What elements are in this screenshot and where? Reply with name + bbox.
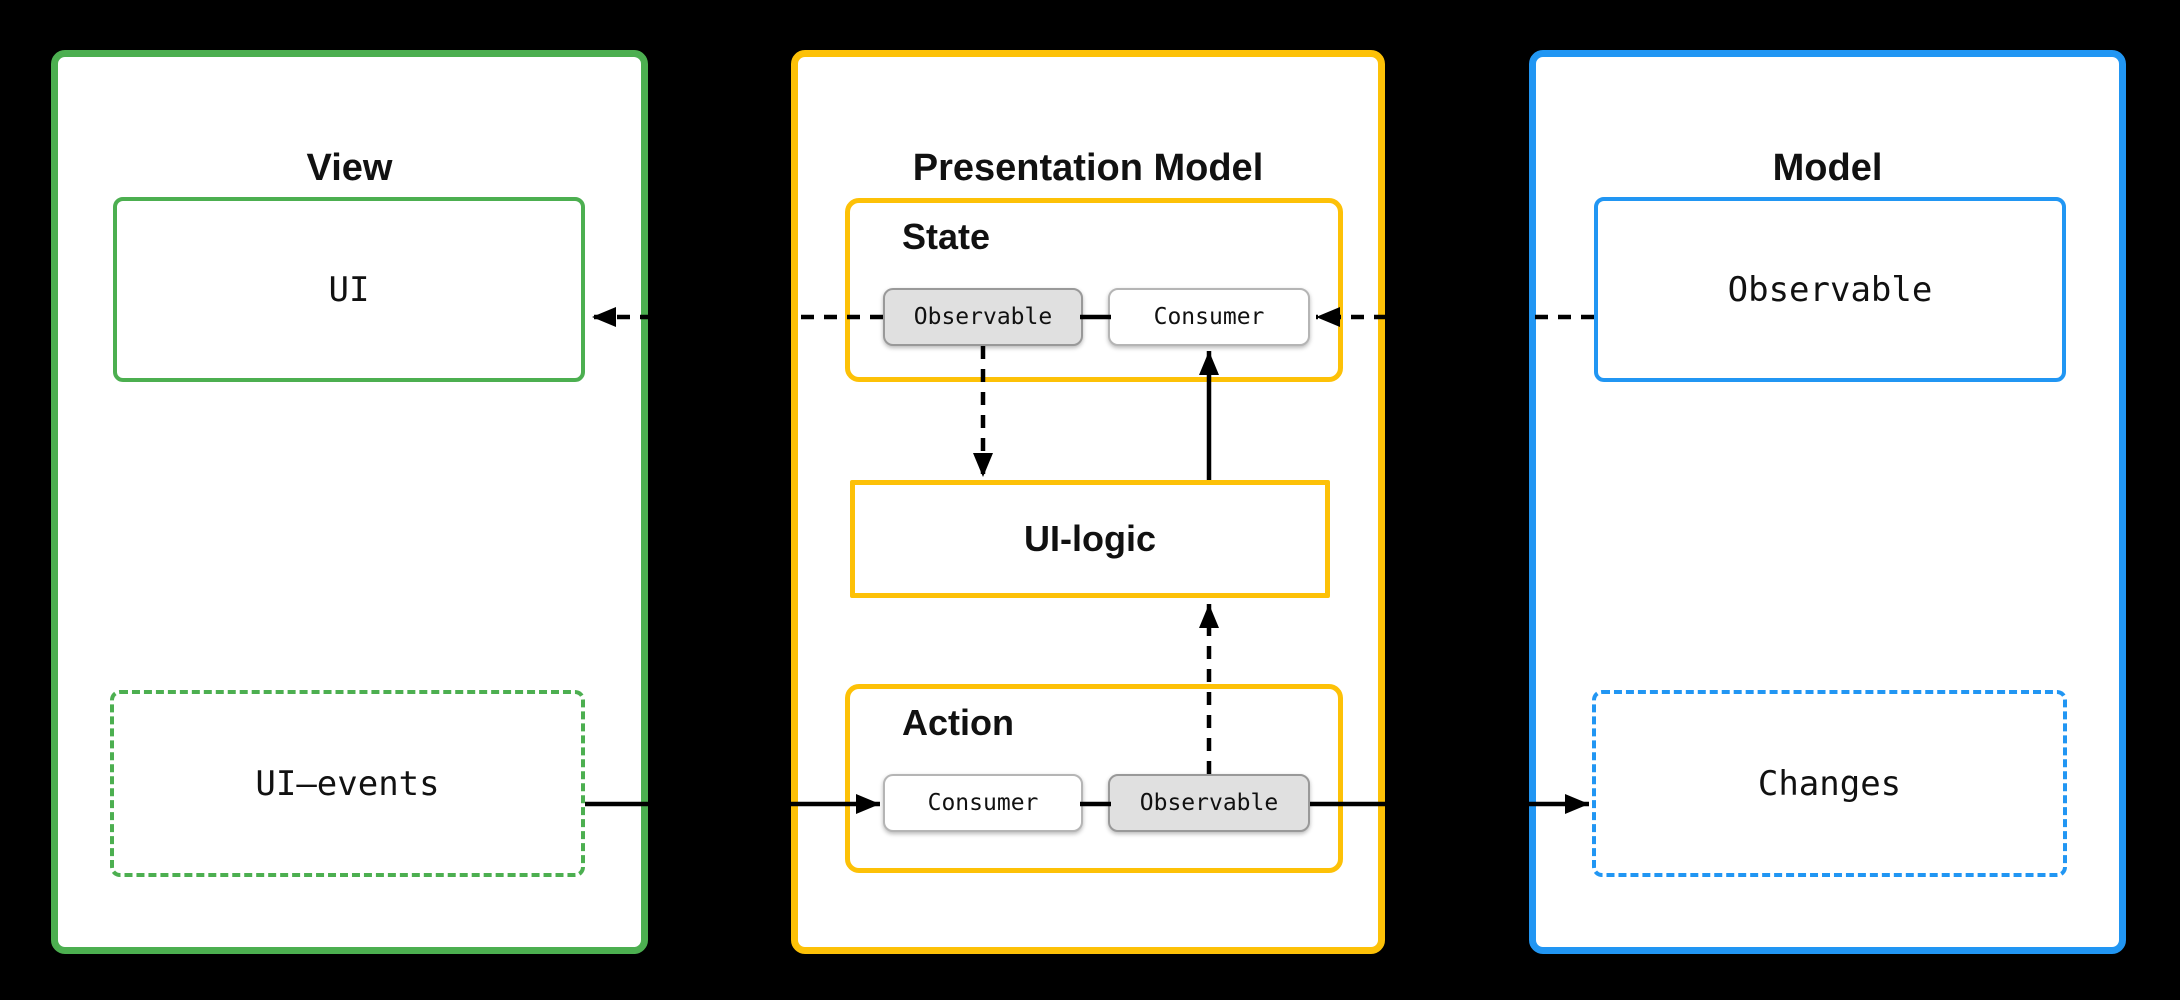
ui-box: UI: [113, 197, 585, 382]
ui-events-box: UI–events: [110, 690, 585, 877]
action-observable-pill: Observable: [1108, 774, 1310, 832]
action-consumer-pill: Consumer: [883, 774, 1083, 832]
panel-presentation-model-title: Presentation Model: [912, 147, 1264, 189]
state-consumer-pill: Consumer: [1108, 288, 1310, 346]
panel-view-title: View: [306, 147, 393, 189]
ui-events-box-label: UI–events: [255, 763, 440, 804]
action-consumer-pill-label: Consumer: [927, 790, 1039, 816]
panel-presentation-model: Presentation Model State Observable Cons…: [791, 50, 1385, 954]
state-observable-pill-label: Observable: [913, 304, 1053, 330]
state-observable-pill: Observable: [883, 288, 1083, 346]
panel-model-title: Model: [1772, 147, 1883, 189]
changes-box: Changes: [1592, 690, 2067, 877]
action-group-title: Action: [902, 702, 1014, 743]
ui-logic-box-label: UI-logic: [1024, 518, 1156, 559]
changes-box-label: Changes: [1757, 763, 1902, 804]
state-group: State Observable Consumer: [845, 198, 1343, 382]
model-observable-box-label: Observable: [1727, 269, 1933, 310]
ui-logic-box: UI-logic: [850, 480, 1330, 598]
action-observable-pill-label: Observable: [1139, 790, 1279, 816]
model-observable-box: Observable: [1594, 197, 2066, 382]
panel-model: Model Observable Changes: [1529, 50, 2126, 954]
state-group-title: State: [902, 216, 991, 257]
panel-view: View UI UI–events: [51, 50, 648, 954]
ui-box-label: UI: [328, 269, 370, 310]
state-consumer-pill-label: Consumer: [1153, 304, 1265, 330]
action-group: Action Consumer Observable: [845, 684, 1343, 873]
